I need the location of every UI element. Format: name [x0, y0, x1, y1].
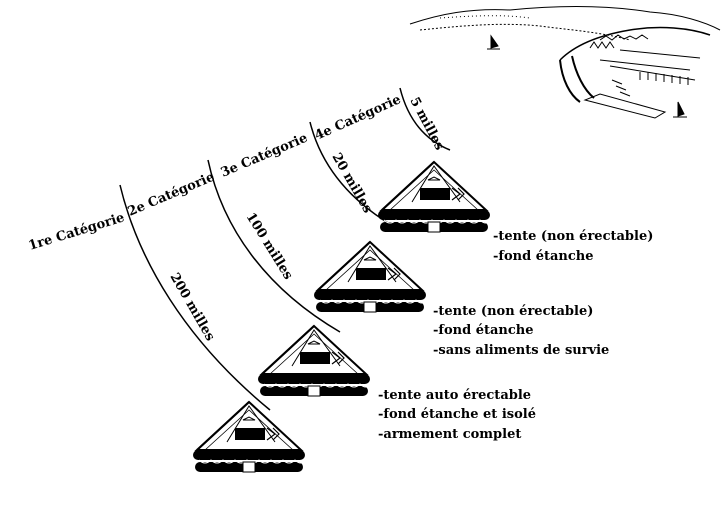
raft-3-line-1: -tente (non érectable) — [493, 229, 653, 244]
raft-description-1: -tente auto érectable -fond étanche et i… — [378, 388, 536, 442]
raft-category-5 — [377, 161, 493, 233]
raft-3-line-2: -fond étanche — [493, 249, 594, 264]
harbor-illustration — [409, 6, 721, 119]
raft-description-3: -tente (non érectable) -fond étanche — [493, 229, 653, 264]
divider-line-4 — [399, 87, 451, 151]
raft-description-2: -tente (non érectable) -fond étanche -sa… — [433, 304, 609, 358]
divider-line-2 — [207, 159, 341, 333]
raft-category-4 — [313, 241, 429, 313]
divider-line-1 — [119, 184, 271, 411]
raft-2-line-2: -fond étanche — [433, 323, 534, 338]
raft-category-2 — [192, 401, 308, 473]
category-label-2: 2e Catégorie — [126, 170, 217, 220]
distance-label-100: 100 milles — [243, 210, 296, 282]
raft-1-line-3: -armement complet — [378, 427, 521, 442]
raft-category-3 — [257, 325, 373, 397]
raft-2-line-1: -tente (non érectable) — [433, 304, 593, 319]
category-dividers — [119, 87, 451, 411]
distance-label-5: 5 milles — [406, 95, 446, 153]
category-label-3: 3e Catégorie — [219, 131, 310, 181]
raft-1-line-1: -tente auto érectable — [378, 388, 531, 403]
category-label-1: 1re Catégorie — [27, 210, 127, 253]
raft-2-line-3: -sans aliments de survie — [433, 343, 609, 358]
distance-label-20: 20 milles — [329, 151, 375, 216]
raft-1-line-2: -fond étanche et isolé — [378, 407, 536, 422]
category-label-4: 4e Catégorie — [313, 92, 404, 143]
